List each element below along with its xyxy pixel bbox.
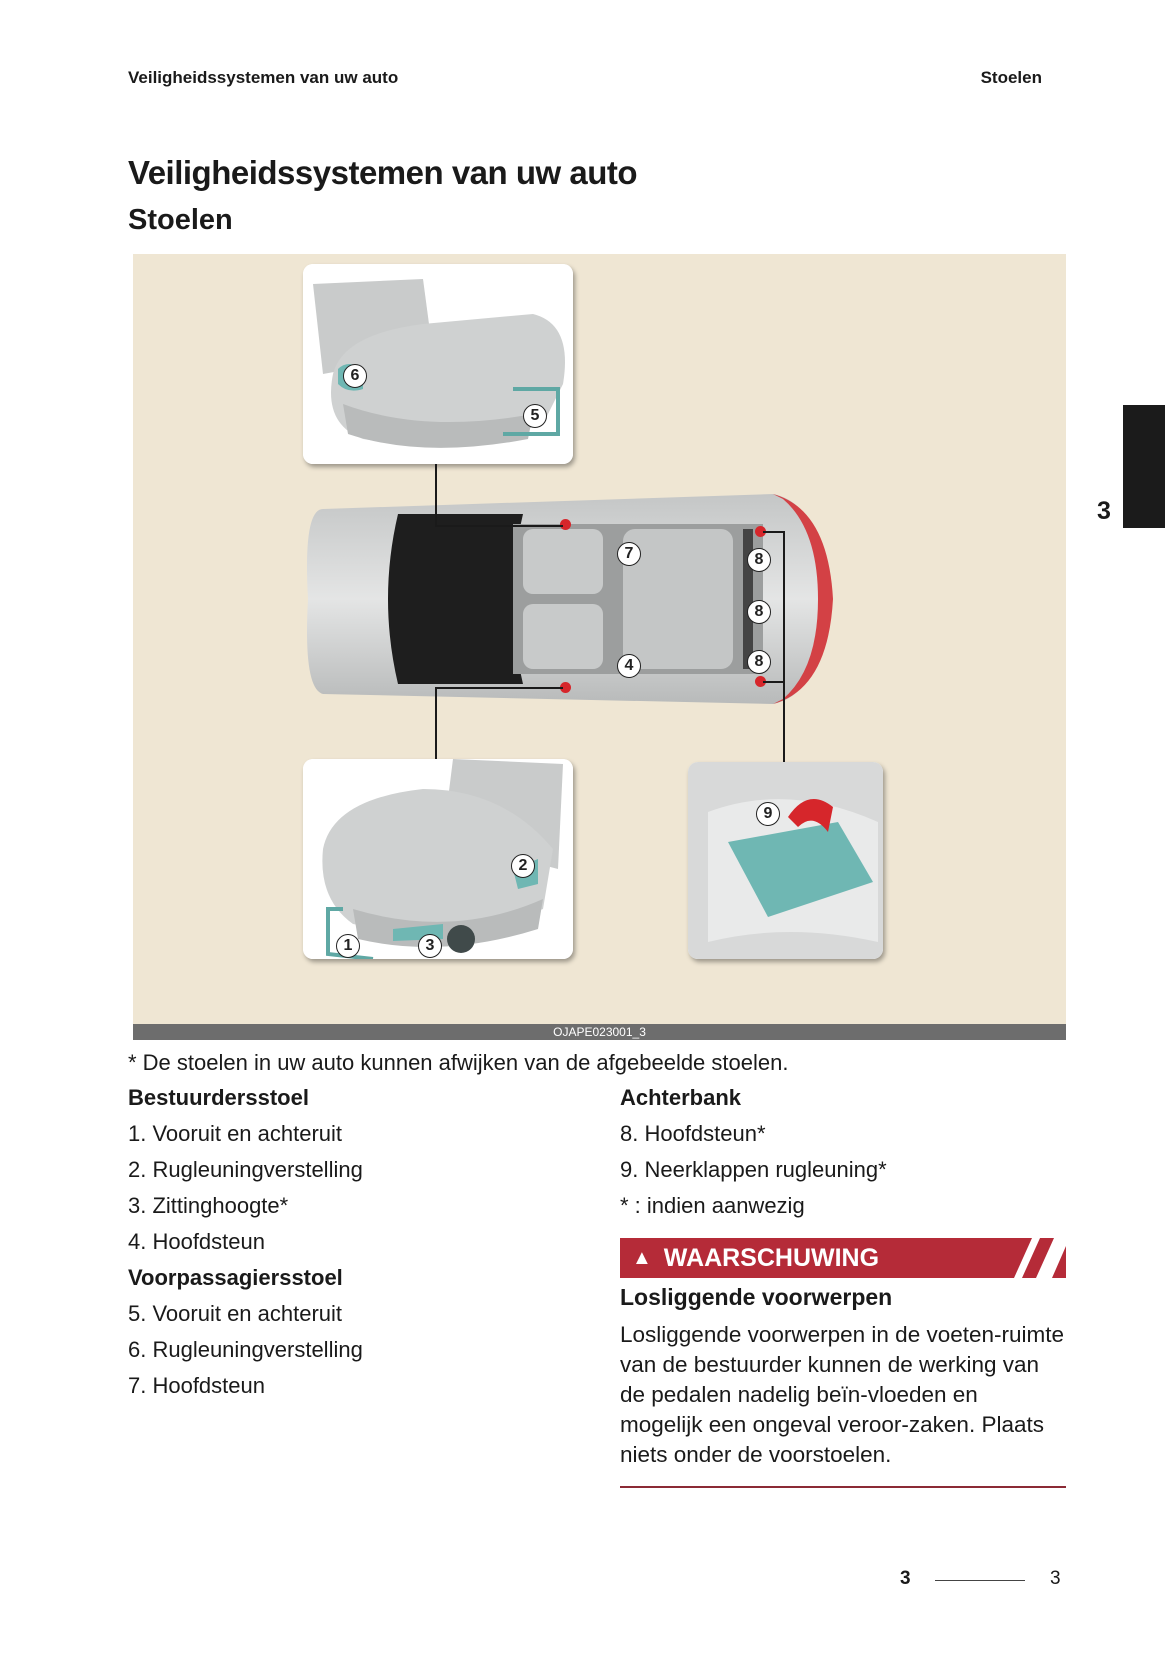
- footer-divider: [935, 1580, 1025, 1581]
- warning-body: Losliggende voorwerpen in de voeten-ruim…: [620, 1322, 1065, 1467]
- warning-banner: ▲ WAARSCHUWING: [620, 1238, 1066, 1278]
- list-item: 6. Rugleuningverstelling: [128, 1337, 363, 1362]
- marker-driver: [560, 682, 571, 693]
- list-item: 2. Rugleuningverstelling: [128, 1157, 363, 1182]
- marker-rear-right: [755, 676, 766, 687]
- figure-caption-code: OJAPE023001_3: [133, 1024, 1066, 1040]
- list-item: 9. Neerklappen rugleuning*: [620, 1157, 887, 1182]
- callout-7: 7: [617, 542, 641, 566]
- heading-front-passenger-seat: Voorpassagiersstoel: [128, 1265, 343, 1290]
- right-column: Achterbank 8. Hoofdsteun* 9. Neerklappen…: [620, 1080, 887, 1224]
- page-title: Veiligheidssystemen van uw auto: [128, 154, 638, 191]
- warning-triangle-icon: ▲: [632, 1247, 652, 1269]
- left-column: Bestuurdersstoel 1. Vooruit en achteruit…: [128, 1080, 363, 1404]
- section-title: Stoelen: [128, 204, 233, 236]
- seat-illustration-icon: [303, 264, 573, 464]
- callout-8c: 8: [747, 650, 771, 674]
- callout-8a: 8: [747, 548, 771, 572]
- marker-front-passenger: [560, 519, 571, 530]
- callout-2: 2: [511, 854, 535, 878]
- callout-6: 6: [343, 364, 367, 388]
- warning-label: WAARSCHUWING: [663, 1244, 880, 1272]
- list-item: 8. Hoofdsteun*: [620, 1121, 766, 1146]
- list-item: 7. Hoofdsteun: [128, 1373, 265, 1398]
- leader-line: [783, 531, 785, 771]
- callout-3: 3: [418, 934, 442, 958]
- seats-overview-illustration: 6 5 7 4 8 8 8: [133, 254, 1066, 1027]
- running-header-section: Stoelen: [980, 68, 1042, 87]
- footer-chapter-number: 3: [900, 1568, 911, 1589]
- leader-line: [435, 687, 437, 759]
- footnote: * : indien aanwezig: [620, 1193, 805, 1218]
- leader-line: [435, 687, 563, 689]
- warning-stripes-icon: [1014, 1238, 1066, 1278]
- warning-end-rule: [620, 1486, 1066, 1488]
- heading-driver-seat: Bestuurdersstoel: [128, 1085, 309, 1110]
- running-header-chapter: Veiligheidssystemen van uw auto: [128, 68, 399, 87]
- leader-line: [435, 525, 563, 527]
- callout-5: 5: [523, 404, 547, 428]
- car-top-view-icon: [307, 494, 833, 704]
- figure-note: * De stoelen in uw auto kunnen afwijken …: [128, 1050, 789, 1075]
- chapter-tab-number: 3: [1097, 497, 1111, 525]
- seat-illustration-icon: [303, 759, 573, 959]
- inset-driver-seat: 1 3 2: [303, 759, 573, 959]
- list-item: 5. Vooruit en achteruit: [128, 1301, 343, 1326]
- footer-page-number: 3: [1050, 1568, 1061, 1589]
- callout-1: 1: [336, 934, 360, 958]
- list-item: 4. Hoofdsteun: [128, 1229, 265, 1254]
- marker-rear-left: [755, 526, 766, 537]
- chapter-thumb-tab: [1123, 405, 1165, 528]
- callout-8b: 8: [747, 600, 771, 624]
- leader-line: [763, 531, 785, 533]
- list-item: 3. Zittinghoogte*: [128, 1193, 289, 1218]
- list-item: 1. Vooruit en achteruit: [128, 1121, 343, 1146]
- leader-line: [435, 464, 437, 526]
- callout-9: 9: [756, 802, 780, 826]
- heading-rear-bench: Achterbank: [620, 1085, 742, 1110]
- leader-line: [763, 681, 785, 683]
- warning-title: Losliggende voorwerpen: [620, 1284, 893, 1310]
- inset-rear-seat-fold-lever: 9: [688, 762, 883, 959]
- fold-lever-illustration-icon: [688, 762, 883, 959]
- callout-4: 4: [617, 654, 641, 678]
- inset-front-passenger-seat: 6 5: [303, 264, 573, 464]
